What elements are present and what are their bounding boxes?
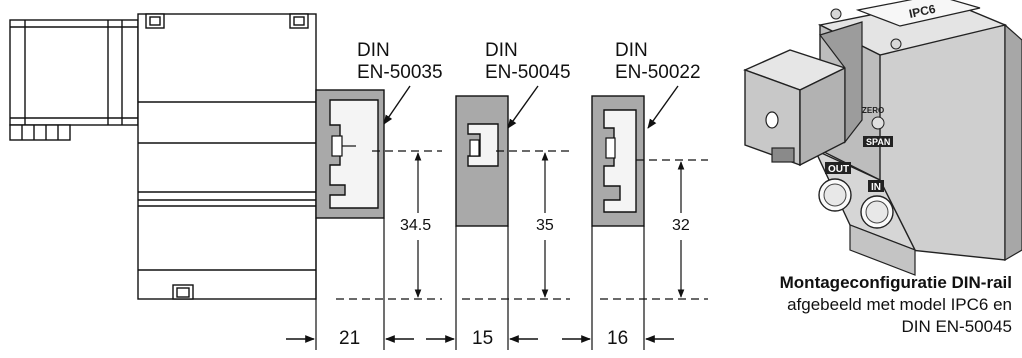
- out-label: OUT: [828, 164, 849, 175]
- ipc6-product-image: IPC6 OUT IN ZERO SPAN: [743, 0, 1022, 276]
- transducer-side-view: [9, 13, 317, 300]
- leader-50045: [507, 85, 539, 129]
- rail-label-line2: EN-50035: [357, 62, 443, 83]
- height-value-en-50022: 32: [672, 217, 690, 234]
- caption: Montageconfiguratie DIN-rail afgebeeld m…: [780, 272, 1012, 338]
- rail-label-line1: DIN: [357, 40, 390, 61]
- rail-label-line1: DIN: [615, 40, 648, 61]
- zero-label: ZERO: [862, 106, 884, 115]
- width-value-en-50045: 15: [472, 328, 494, 349]
- span-label: SPAN: [866, 137, 890, 147]
- leader-50022: [647, 85, 679, 129]
- width-value-en-50022: 16: [607, 328, 629, 349]
- rail-label-line1: DIN: [485, 40, 518, 61]
- rail-label-line2: EN-50022: [615, 62, 701, 83]
- rail-profile-en-50035: [315, 89, 385, 219]
- caption-line3: DIN EN-50045: [901, 317, 1012, 336]
- height-value-en-50035: 34.5: [400, 217, 432, 234]
- in-label: IN: [871, 182, 881, 193]
- rail-label-line2: EN-50045: [485, 62, 571, 83]
- rail-label-en-50045: DIN EN-50045: [485, 40, 571, 84]
- width-value-en-50035: 21: [339, 328, 361, 349]
- height-value-en-50045: 35: [536, 217, 554, 234]
- rail-profile-en-50045: [455, 95, 509, 227]
- caption-line2: afgebeeld met model IPC6 en: [787, 295, 1012, 314]
- rail-label-en-50022: DIN EN-50022: [615, 40, 701, 84]
- model-label: IPC6: [908, 2, 937, 21]
- leader-50035: [383, 85, 411, 125]
- rail-profile-en-50022: [591, 95, 645, 227]
- rail-label-en-50035: DIN EN-50035: [357, 40, 443, 84]
- caption-title: Montageconfiguratie DIN-rail: [779, 273, 1012, 292]
